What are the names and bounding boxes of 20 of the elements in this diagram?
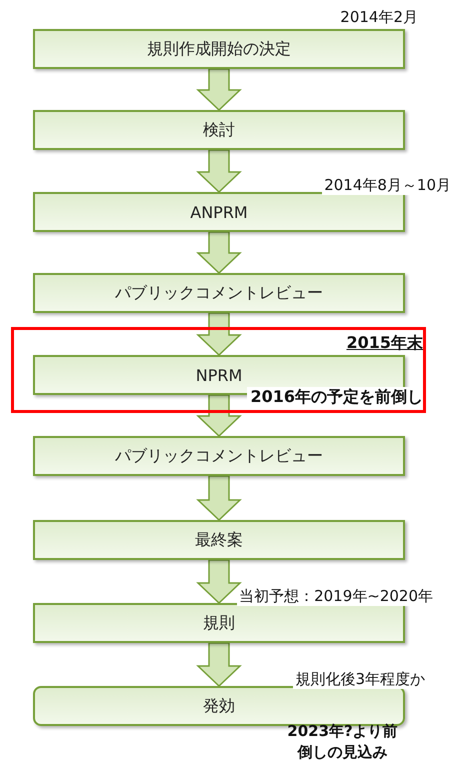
process-box: 最終案 xyxy=(33,520,405,560)
highlight-frame xyxy=(11,327,426,413)
annotation-text: 当初予想：2019年~2020年 xyxy=(237,587,435,606)
block-arrow xyxy=(196,642,242,688)
annotation-text: 2016年の予定を前倒し xyxy=(247,387,423,408)
process-box: パブリックコメントレビュー xyxy=(33,273,405,313)
block-arrow xyxy=(196,68,242,112)
annotation-text: 2015年末 xyxy=(346,333,423,354)
block-arrow xyxy=(196,394,242,438)
process-box: パブリックコメントレビュー xyxy=(33,436,405,476)
block-arrow xyxy=(196,231,242,274)
process-box: 規則作成開始の決定 xyxy=(33,29,405,69)
annotation-text: 規則化後3年程度か xyxy=(293,670,427,689)
block-arrow xyxy=(196,312,242,356)
process-box: 検討 xyxy=(33,110,405,150)
block-arrow xyxy=(196,149,242,194)
process-box: ANPRM xyxy=(33,192,405,232)
process-box: 規則 xyxy=(33,603,405,643)
block-arrow xyxy=(196,559,242,604)
block-arrow xyxy=(196,475,242,522)
